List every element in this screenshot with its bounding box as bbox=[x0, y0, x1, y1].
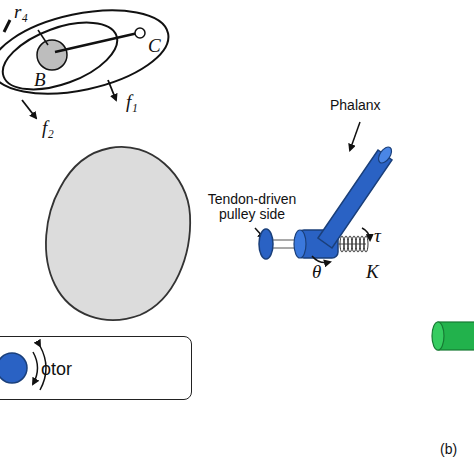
force-label: f₁ bbox=[126, 92, 138, 113]
angle-symbol: θ bbox=[312, 262, 321, 283]
radius-label: r₄ bbox=[14, 2, 28, 23]
point-label: B bbox=[34, 70, 46, 91]
motor-box: otor bbox=[0, 336, 192, 400]
panel-label: (b) bbox=[440, 442, 457, 457]
motor-label: otor bbox=[41, 359, 72, 380]
force-label: f₂ bbox=[42, 118, 54, 139]
stiffness-symbol: K bbox=[366, 262, 379, 283]
part-name: Tendon-driven pulley side bbox=[194, 192, 310, 223]
part-name: Phalanx bbox=[330, 98, 381, 113]
torque-symbol: τ bbox=[374, 226, 381, 247]
point-label: C bbox=[148, 36, 161, 57]
